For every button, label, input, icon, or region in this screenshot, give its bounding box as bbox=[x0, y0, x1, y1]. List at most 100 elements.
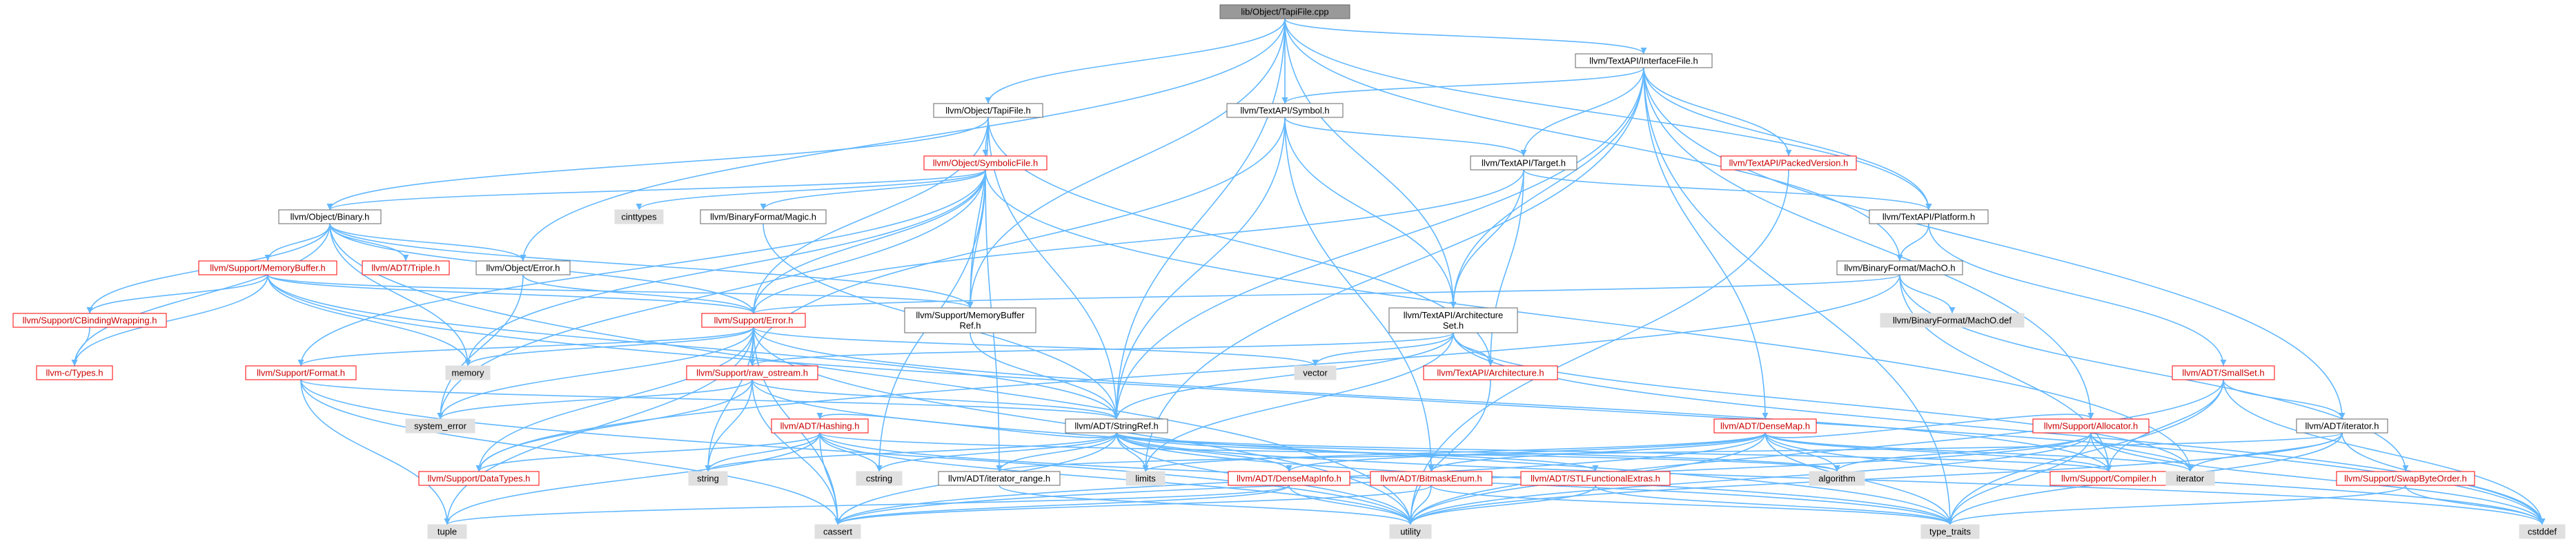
node-iteratorh[interactable]: llvm/ADT/iterator.h bbox=[2296, 418, 2388, 434]
node-smallset[interactable]: llvm/ADT/SmallSet.h bbox=[2172, 365, 2275, 380]
node-target[interactable]: llvm/TextAPI/Target.h bbox=[1470, 155, 1577, 171]
edge-densemap-to-bitmaskenum bbox=[1428, 432, 1766, 472]
edge-macho-to-machodef bbox=[1899, 274, 1956, 314]
edge-interfacefile-to-packedversion bbox=[1643, 67, 1792, 157]
node-architecture[interactable]: llvm/TextAPI/Architecture.h bbox=[1423, 365, 1558, 380]
node-box-smallset bbox=[2172, 365, 2275, 380]
edge-archset-to-rawostream bbox=[749, 332, 1454, 367]
node-label-bitmaskenum: llvm/ADT/BitmaskEnum.h bbox=[1380, 474, 1482, 484]
node-limits[interactable]: limits bbox=[1125, 471, 1166, 486]
node-symbolicfile[interactable]: llvm/Object/SymbolicFile.h bbox=[923, 155, 1048, 171]
node-iterator[interactable]: iterator bbox=[2165, 471, 2215, 486]
node-macho[interactable]: llvm/BinaryFormat/MachO.h bbox=[1836, 260, 1963, 275]
node-label-archset-line2: Set.h bbox=[1443, 320, 1464, 331]
edge-iteratorh-to-utility bbox=[1407, 432, 2343, 525]
edge-target-to-supporterror bbox=[750, 169, 1524, 314]
node-typetraits[interactable]: type_traits bbox=[1920, 524, 1980, 539]
node-label-format: llvm/Support/Format.h bbox=[257, 368, 345, 378]
edge-densemap-to-densemapinfo bbox=[1286, 432, 1766, 472]
edge-interfacefile-to-platform bbox=[1643, 67, 1932, 211]
edge-tapifile-to-supporterror bbox=[750, 117, 989, 314]
node-cstring[interactable]: cstring bbox=[856, 471, 903, 486]
node-cstddef[interactable]: cstddef bbox=[2519, 524, 2566, 539]
node-box-root bbox=[1219, 4, 1350, 19]
node-iterrange[interactable]: llvm/ADT/iterator_range.h bbox=[938, 471, 1061, 486]
edge-hashing-to-utility bbox=[819, 432, 1414, 525]
node-box-macho bbox=[1836, 260, 1963, 275]
node-binary[interactable]: llvm/Object/Binary.h bbox=[278, 209, 382, 224]
node-rawostream[interactable]: llvm/Support/raw_ostream.h bbox=[686, 365, 818, 380]
node-machodef[interactable]: llvm/BinaryFormat/MachO.def bbox=[1880, 313, 2025, 328]
edge-iterrange-to-utility bbox=[999, 485, 1414, 525]
node-label-stlfunc: llvm/ADT/STLFunctionalExtras.h bbox=[1531, 474, 1660, 484]
edge-hashing-to-tuple bbox=[444, 432, 820, 525]
node-label-cassert: cassert bbox=[823, 527, 852, 537]
edge-allocator-to-cstddef bbox=[2090, 432, 2546, 525]
node-box-cbinding bbox=[12, 313, 167, 328]
edge-hashing-to-string bbox=[705, 432, 820, 472]
edge-target-to-archset bbox=[1450, 169, 1524, 309]
edge-root-to-stringref bbox=[1113, 18, 1286, 420]
node-vector[interactable]: vector bbox=[1294, 365, 1337, 380]
node-box-allocator bbox=[2032, 418, 2150, 434]
node-datatypes[interactable]: llvm/Support/DataTypes.h bbox=[418, 471, 540, 486]
node-tuple[interactable]: tuple bbox=[427, 524, 467, 539]
node-box-bitmaskenum bbox=[1370, 471, 1493, 486]
node-cinttypes[interactable]: cinttypes bbox=[614, 209, 664, 224]
node-tapifile[interactable]: llvm/Object/TapiFile.h bbox=[933, 103, 1043, 118]
node-hashing[interactable]: llvm/ADT/Hashing.h bbox=[771, 418, 869, 434]
edge-symbolicfile-to-cinttypes bbox=[636, 169, 986, 211]
edge-smallset-to-cstddef bbox=[2223, 379, 2546, 525]
node-label-packedversion: llvm/TextAPI/PackedVersion.h bbox=[1729, 158, 1849, 168]
edge-root-to-memref bbox=[967, 18, 1286, 309]
edge-format-to-utility bbox=[300, 379, 1414, 525]
node-box-binary bbox=[278, 209, 382, 224]
edge-allocator-to-utility bbox=[1407, 432, 2092, 525]
node-cbinding[interactable]: llvm/Support/CBindingWrapping.h bbox=[12, 313, 167, 328]
node-densemapinfo[interactable]: llvm/ADT/DenseMapInfo.h bbox=[1228, 471, 1350, 486]
edge-allocator-to-typetraits bbox=[1947, 432, 2092, 525]
edge-interfacefile-to-densemap bbox=[1643, 67, 1769, 420]
node-label-densemap: llvm/ADT/DenseMap.h bbox=[1720, 421, 1810, 431]
node-triple[interactable]: llvm/ADT/Triple.h bbox=[362, 260, 450, 275]
edge-memorybuffer-to-supporterror bbox=[267, 274, 757, 314]
node-densemap[interactable]: llvm/ADT/DenseMap.h bbox=[1713, 418, 1817, 434]
node-cassert[interactable]: cassert bbox=[814, 524, 861, 539]
node-memorybuffer[interactable]: llvm/Support/MemoryBuffer.h bbox=[198, 260, 337, 275]
edge-tapifile-to-binary bbox=[326, 117, 989, 211]
node-magic[interactable]: llvm/BinaryFormat/Magic.h bbox=[700, 209, 827, 224]
edge-binary-to-memref bbox=[329, 223, 974, 309]
node-objerror[interactable]: llvm/Object/Error.h bbox=[475, 260, 571, 275]
node-symbol[interactable]: llvm/TextAPI/Symbol.h bbox=[1226, 103, 1344, 118]
node-interfacefile[interactable]: llvm/TextAPI/InterfaceFile.h bbox=[1575, 53, 1713, 68]
node-label-ctypes: llvm-c/Types.h bbox=[46, 368, 103, 378]
node-box-machodef bbox=[1880, 313, 2025, 328]
node-stringref[interactable]: llvm/ADT/StringRef.h bbox=[1065, 418, 1168, 434]
node-compiler[interactable]: llvm/Support/Compiler.h bbox=[2049, 471, 2168, 486]
edge-macho-to-swapbyte bbox=[1899, 274, 2409, 472]
edge-rawostream-to-string bbox=[705, 379, 753, 472]
edge-supporterror-to-tuple bbox=[444, 327, 754, 525]
node-box-supporterror bbox=[701, 313, 806, 328]
node-utility[interactable]: utility bbox=[1389, 524, 1432, 539]
edge-target-to-platform bbox=[1523, 169, 1932, 211]
node-memory[interactable]: memory bbox=[445, 365, 491, 380]
node-label-target: llvm/TextAPI/Target.h bbox=[1482, 158, 1566, 168]
node-systemerror[interactable]: system_error bbox=[405, 418, 475, 434]
node-box-objerror bbox=[475, 260, 571, 275]
node-label-systemerror: system_error bbox=[414, 421, 467, 431]
node-bitmaskenum[interactable]: llvm/ADT/BitmaskEnum.h bbox=[1370, 471, 1493, 486]
node-format[interactable]: llvm/Support/Format.h bbox=[245, 365, 357, 380]
node-swapbyte[interactable]: llvm/Support/SwapByteOrder.h bbox=[2336, 471, 2475, 486]
node-packedversion[interactable]: llvm/TextAPI/PackedVersion.h bbox=[1720, 155, 1857, 171]
node-string[interactable]: string bbox=[688, 471, 728, 486]
node-allocator[interactable]: llvm/Support/Allocator.h bbox=[2032, 418, 2150, 434]
node-stlfunc[interactable]: llvm/ADT/STLFunctionalExtras.h bbox=[1520, 471, 1671, 486]
node-algorithm[interactable]: algorithm bbox=[1809, 471, 1865, 486]
edge-platform-to-smallset bbox=[1928, 223, 2227, 367]
node-supporterror[interactable]: llvm/Support/Error.h bbox=[701, 313, 806, 328]
node-ctypes[interactable]: llvm-c/Types.h bbox=[36, 365, 113, 380]
node-platform[interactable]: llvm/TextAPI/Platform.h bbox=[1869, 209, 1989, 224]
